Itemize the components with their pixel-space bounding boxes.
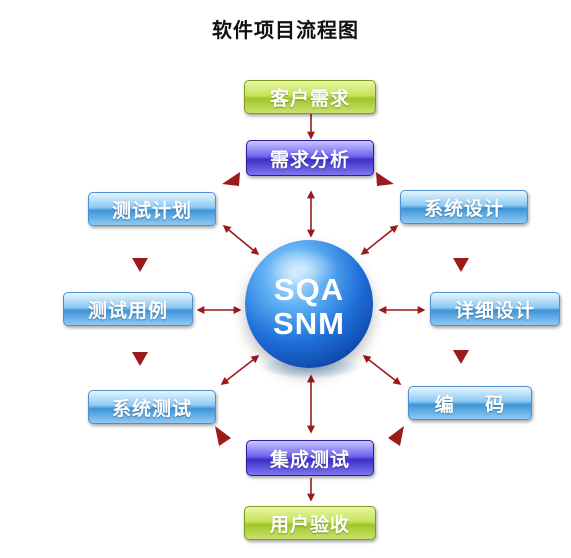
arrow-sphere-testplan bbox=[222, 224, 260, 256]
node-test-cases: 测试用例 bbox=[63, 292, 193, 326]
node-system-design: 系统设计 bbox=[400, 190, 528, 224]
node-coding: 编 码 bbox=[408, 386, 532, 420]
arrowhead-systemtest-to-integration bbox=[215, 426, 231, 446]
arrowhead-systemdesign-to-detaileddesign bbox=[453, 258, 469, 272]
node-detailed-design: 详细设计 bbox=[430, 292, 560, 326]
diagram-title: 软件项目流程图 bbox=[212, 18, 359, 42]
node-test-plan: 测试计划 bbox=[88, 192, 216, 226]
arrow-sphere-coding bbox=[362, 355, 402, 385]
arrowhead-detaileddesign-to-coding bbox=[453, 350, 469, 364]
sphere-label-line2: SNM bbox=[273, 306, 345, 341]
node-requirements-analysis: 需求分析 bbox=[246, 140, 374, 176]
node-user-acceptance: 用户验收 bbox=[244, 506, 376, 540]
node-customer-requirements: 客户需求 bbox=[244, 80, 376, 114]
node-integration-test: 集成测试 bbox=[246, 440, 374, 476]
arrowhead-analysis-to-testplan bbox=[222, 172, 240, 186]
arrowhead-testcases-to-systemtest bbox=[132, 352, 148, 366]
node-system-test: 系统测试 bbox=[88, 390, 216, 424]
arrowhead-testplan-to-testcases bbox=[132, 258, 148, 272]
sphere-highlight bbox=[268, 248, 338, 288]
arrowhead-coding-to-integration bbox=[388, 426, 404, 446]
arrowhead-analysis-to-systemdesign bbox=[376, 172, 394, 186]
sphere-label-line1: SQA bbox=[273, 272, 345, 307]
arrow-sphere-systemdesign bbox=[360, 225, 399, 255]
arrow-sphere-systemtest bbox=[220, 355, 260, 385]
